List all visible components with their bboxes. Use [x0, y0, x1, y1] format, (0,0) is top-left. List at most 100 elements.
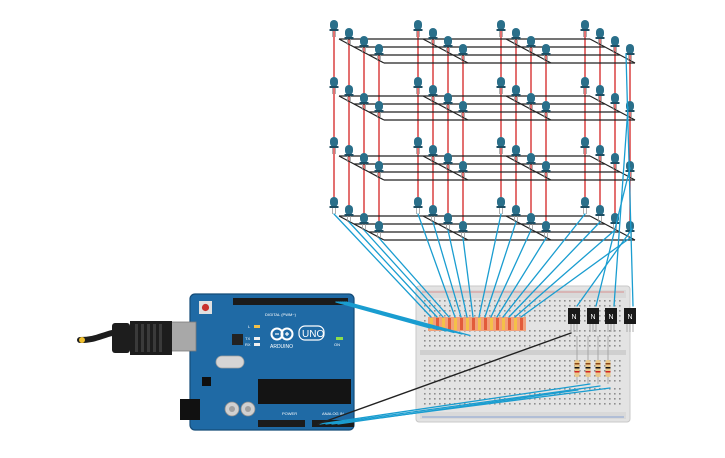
- led[interactable]: [610, 36, 620, 53]
- led-dome: [360, 153, 368, 163]
- led-dome: [375, 221, 383, 231]
- dc-power-jack[interactable]: [180, 399, 200, 420]
- wire: [363, 229, 444, 318]
- led[interactable]: [329, 20, 339, 37]
- led[interactable]: [595, 28, 605, 45]
- wire: [508, 221, 601, 318]
- transistor-cap: [568, 310, 580, 322]
- wire: [520, 237, 631, 318]
- npn-transistor[interactable]: N: [568, 308, 580, 332]
- led[interactable]: [413, 137, 423, 154]
- led[interactable]: [496, 20, 506, 37]
- led[interactable]: [496, 197, 506, 214]
- led-dome: [497, 197, 505, 207]
- led[interactable]: [541, 44, 551, 61]
- led[interactable]: [413, 197, 423, 214]
- npn-transistor[interactable]: N: [624, 308, 636, 332]
- led-rim: [580, 29, 590, 31]
- model-label: UNO: [302, 329, 324, 340]
- led[interactable]: [511, 145, 521, 162]
- led-rim: [443, 162, 453, 164]
- led[interactable]: [526, 213, 536, 230]
- usb-cable[interactable]: [77, 321, 172, 355]
- led[interactable]: [458, 44, 468, 61]
- led[interactable]: [428, 205, 438, 222]
- led[interactable]: [526, 93, 536, 110]
- led[interactable]: [329, 77, 339, 94]
- npn-transistor[interactable]: N: [587, 308, 599, 332]
- led[interactable]: [458, 161, 468, 178]
- usb-port[interactable]: [170, 321, 197, 352]
- led[interactable]: [526, 153, 536, 170]
- resistor-band: [585, 363, 591, 365]
- led[interactable]: [374, 221, 384, 238]
- led-rim: [344, 94, 354, 96]
- led[interactable]: [580, 77, 590, 94]
- led-rim: [511, 214, 521, 216]
- led[interactable]: [511, 85, 521, 102]
- led[interactable]: [541, 101, 551, 118]
- led-dome: [542, 101, 550, 111]
- led[interactable]: [610, 93, 620, 110]
- led[interactable]: [595, 145, 605, 162]
- led[interactable]: [496, 77, 506, 94]
- led[interactable]: [344, 145, 354, 162]
- led[interactable]: [359, 36, 369, 53]
- led[interactable]: [359, 213, 369, 230]
- led-dome: [626, 44, 634, 54]
- header-pin: [430, 318, 433, 330]
- led[interactable]: [526, 36, 536, 53]
- led[interactable]: [428, 28, 438, 45]
- led-dome: [360, 36, 368, 46]
- led[interactable]: [458, 221, 468, 238]
- usb-plug-ridges: [135, 324, 162, 352]
- led[interactable]: [344, 28, 354, 45]
- led[interactable]: [413, 20, 423, 37]
- led-dome: [345, 145, 353, 155]
- led-dome: [512, 205, 520, 215]
- led[interactable]: [541, 161, 551, 178]
- digital-header[interactable]: [233, 298, 348, 305]
- led[interactable]: [359, 153, 369, 170]
- power-header[interactable]: [258, 420, 305, 427]
- led-rim: [359, 222, 369, 224]
- led[interactable]: [595, 85, 605, 102]
- led[interactable]: [610, 153, 620, 170]
- led[interactable]: [443, 213, 453, 230]
- led[interactable]: [374, 161, 384, 178]
- led[interactable]: [580, 20, 590, 37]
- led-rim: [610, 45, 620, 47]
- reset-button-cap: [201, 303, 210, 312]
- led-dome: [429, 85, 437, 95]
- led[interactable]: [496, 137, 506, 154]
- led[interactable]: [374, 101, 384, 118]
- led[interactable]: [580, 197, 590, 214]
- led[interactable]: [443, 93, 453, 110]
- led-cube[interactable]: [329, 20, 635, 238]
- led[interactable]: [443, 36, 453, 53]
- led[interactable]: [374, 44, 384, 61]
- led[interactable]: [428, 145, 438, 162]
- led-dome: [414, 137, 422, 147]
- led[interactable]: [329, 197, 339, 214]
- led[interactable]: [443, 153, 453, 170]
- led[interactable]: [541, 221, 551, 238]
- led[interactable]: [413, 77, 423, 94]
- led[interactable]: [344, 205, 354, 222]
- led[interactable]: [511, 28, 521, 45]
- led-rim: [496, 29, 506, 31]
- led-dome: [330, 77, 338, 87]
- led[interactable]: [428, 85, 438, 102]
- led[interactable]: [359, 93, 369, 110]
- wire: [348, 221, 438, 318]
- led[interactable]: [329, 137, 339, 154]
- led[interactable]: [344, 85, 354, 102]
- led[interactable]: [458, 101, 468, 118]
- led[interactable]: [511, 205, 521, 222]
- led-rim: [541, 170, 551, 172]
- npn-transistor[interactable]: N: [605, 308, 617, 332]
- led[interactable]: [595, 205, 605, 222]
- arduino-uno-board[interactable]: DIGITAL (PWM~) UNO ARDUINO L TX RX ON: [170, 293, 355, 431]
- led[interactable]: [625, 44, 635, 61]
- led[interactable]: [580, 137, 590, 154]
